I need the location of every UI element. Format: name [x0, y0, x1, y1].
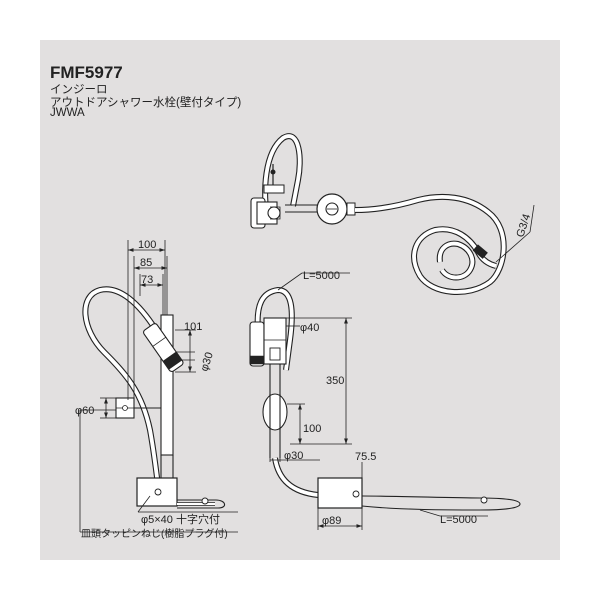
dim-100-side-label: 100 [303, 423, 321, 435]
dim-73-label: 73 [141, 274, 153, 286]
phi-30-front-label: φ30 [198, 351, 215, 373]
hose-length-top-label: L=5000 [303, 270, 340, 282]
series-name: インジーロ [50, 84, 108, 96]
side-view [249, 272, 521, 530]
top-view [250, 133, 535, 295]
phi-40-label: φ40 [300, 322, 319, 334]
phi-60-label: φ60 [75, 405, 94, 417]
top-view-hose [354, 193, 507, 295]
dim-100-label: 100 [138, 239, 156, 251]
phi-30-side-label: φ30 [284, 450, 303, 462]
model-number: FMF5977 [50, 63, 123, 82]
front-view [79, 240, 238, 533]
top-view-holder [263, 184, 285, 194]
certification-mark: JWWA [50, 107, 85, 119]
phi-89-label: φ89 [322, 515, 341, 527]
hose-length-bottom-label: L=5000 [440, 514, 477, 526]
top-view-hose-fitting [472, 244, 488, 259]
side-view-dimensions [269, 272, 488, 530]
screw-spec-label: φ5×40 十字穴付 [141, 512, 220, 526]
dim-350-label: 350 [326, 375, 344, 387]
front-view-dimensions [79, 240, 238, 533]
side-view-wall-mount [262, 393, 288, 431]
dim-85-label: 85 [140, 257, 152, 269]
thread-label: G3/4 [514, 213, 533, 239]
dim-75-5-label: 75.5 [355, 451, 376, 463]
side-view-base [317, 477, 363, 509]
front-view-shower-head [143, 323, 184, 372]
screw-name-label: 皿頭タッピンねじ(樹脂プラグ付) [81, 527, 228, 540]
product-description: アウトドアシャワー水栓(壁付タイプ) [50, 97, 242, 109]
dim-101-label: 101 [184, 321, 202, 333]
